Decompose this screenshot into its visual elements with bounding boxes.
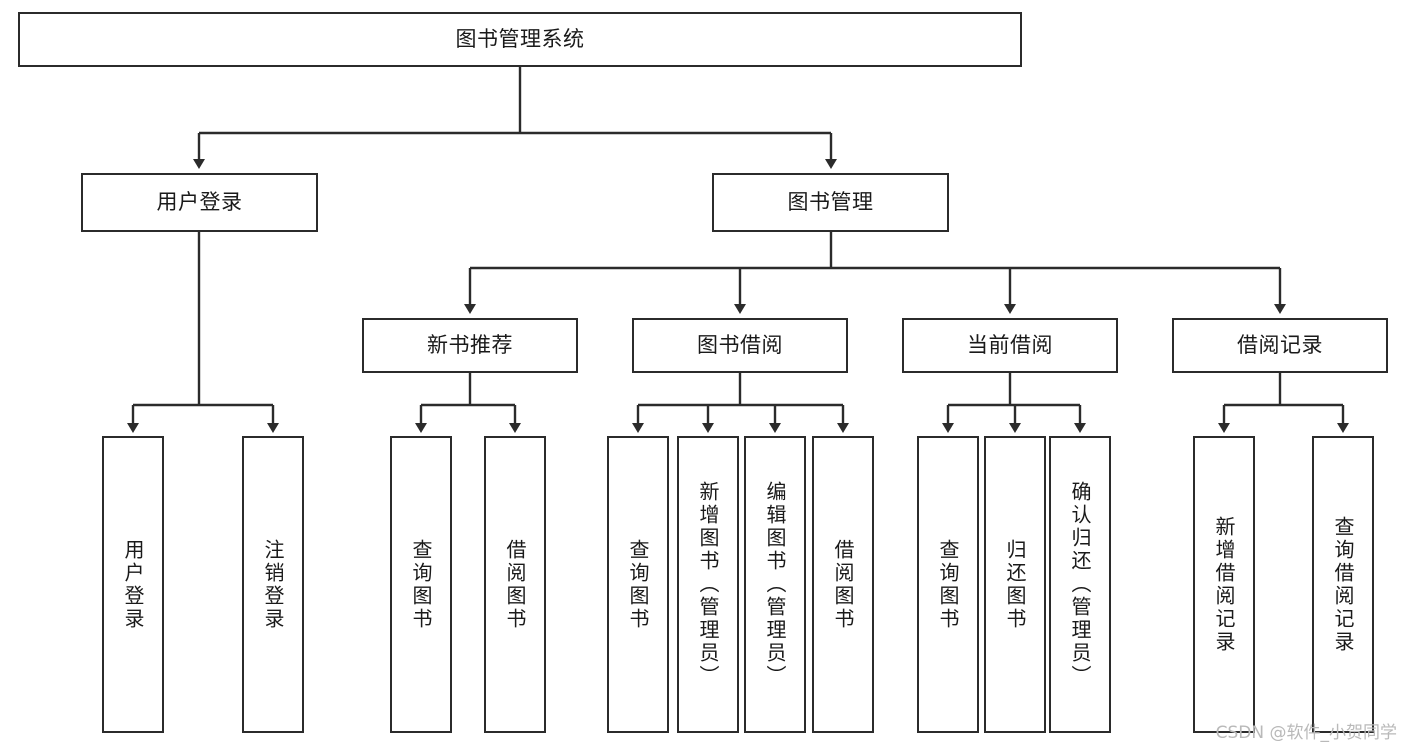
node-book-borrow[interactable]: 图书借阅: [632, 318, 848, 373]
node-label: 归还图书: [1003, 538, 1027, 631]
leaf-query-book-current[interactable]: 查询图书: [917, 436, 979, 733]
node-root-system[interactable]: 图书管理系统: [18, 12, 1022, 67]
leaf-add-borrow-record[interactable]: 新增借阅记录: [1193, 436, 1255, 733]
node-label: 确认归还（管理员）: [1068, 481, 1092, 688]
node-label: 借阅记录: [1237, 332, 1323, 357]
leaf-user-login[interactable]: 用户登录: [102, 436, 164, 733]
node-label: 借阅图书: [503, 538, 527, 631]
node-label: 借阅图书: [831, 538, 855, 631]
node-new-book-recommend[interactable]: 新书推荐: [362, 318, 578, 373]
leaf-add-book-admin[interactable]: 新增图书（管理员）: [677, 436, 739, 733]
node-label: 查询借阅记录: [1331, 515, 1355, 654]
node-label: 查询图书: [626, 538, 650, 631]
node-label: 当前借阅: [967, 332, 1053, 357]
node-user-login[interactable]: 用户登录: [81, 173, 318, 232]
leaf-query-borrow-record[interactable]: 查询借阅记录: [1312, 436, 1374, 733]
leaf-return-book[interactable]: 归还图书: [984, 436, 1046, 733]
node-label: 新书推荐: [427, 332, 513, 357]
node-label: 图书管理系统: [455, 26, 585, 51]
node-label: 图书管理: [787, 189, 874, 214]
node-label: 用户登录: [121, 538, 145, 631]
node-label: 新增图书（管理员）: [696, 481, 720, 688]
node-book-management[interactable]: 图书管理: [712, 173, 949, 232]
leaf-query-book-borrow[interactable]: 查询图书: [607, 436, 669, 733]
node-label: 新增借阅记录: [1212, 515, 1236, 654]
watermark-text: CSDN @软件_小贺同学: [1215, 723, 1397, 743]
node-label: 图书借阅: [697, 332, 783, 357]
node-label: 注销登录: [261, 538, 285, 631]
node-label: 查询图书: [409, 538, 433, 631]
leaf-borrow-book-newbook[interactable]: 借阅图书: [484, 436, 546, 733]
node-label: 用户登录: [156, 189, 243, 214]
leaf-edit-book-admin[interactable]: 编辑图书（管理员）: [744, 436, 806, 733]
node-borrow-record[interactable]: 借阅记录: [1172, 318, 1388, 373]
leaf-logout[interactable]: 注销登录: [242, 436, 304, 733]
leaf-query-book-newbook[interactable]: 查询图书: [390, 436, 452, 733]
node-current-borrow[interactable]: 当前借阅: [902, 318, 1118, 373]
leaf-confirm-return-admin[interactable]: 确认归还（管理员）: [1049, 436, 1111, 733]
node-label: 编辑图书（管理员）: [763, 481, 787, 688]
node-label: 查询图书: [936, 538, 960, 631]
leaf-borrow-book[interactable]: 借阅图书: [812, 436, 874, 733]
